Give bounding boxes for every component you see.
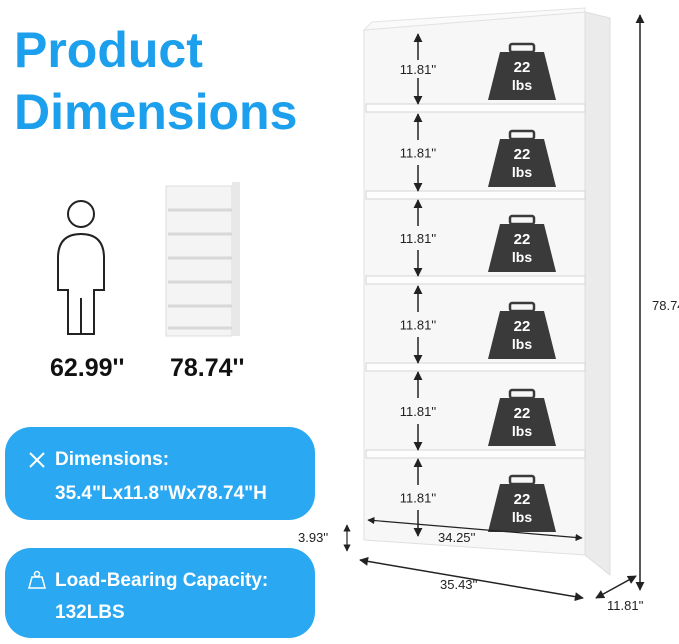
weight-unit: lbs — [512, 336, 532, 352]
inner-width-label: 34.25'' — [438, 530, 476, 545]
dimensions-box: Dimensions: 35.4"Lx11.8"Wx78.74"H — [5, 427, 315, 520]
weight-number: 22 — [514, 405, 531, 422]
weight-number: 22 — [514, 146, 531, 163]
weight-unit: lbs — [512, 249, 532, 265]
shelf-board — [365, 275, 586, 285]
outer-width-arrow — [359, 556, 584, 602]
weight-unit: lbs — [512, 164, 532, 180]
weight-number: 22 — [514, 491, 531, 508]
shelf-board — [365, 103, 586, 113]
shelf-board — [365, 449, 586, 459]
shelf-spacing-label: 11.81'' — [400, 231, 437, 246]
capacity-label: Load-Bearing Capacity: — [55, 570, 269, 591]
ruler-pencil-icon — [29, 452, 45, 468]
title-line1: Product — [14, 22, 203, 78]
title-line2: Dimensions — [14, 84, 298, 140]
capacity-box: Load-Bearing Capacity: 132LBS — [5, 548, 315, 638]
small-bookshelf-image — [165, 182, 240, 337]
weight-number: 22 — [514, 231, 531, 248]
shelf-spacing-label: 11.81'' — [400, 62, 437, 77]
capacity-value: 132LBS — [55, 602, 125, 623]
shelf-spacing-label: 11.81'' — [400, 146, 437, 161]
shelf-board — [365, 362, 586, 372]
base-height-label: 3.93'' — [298, 530, 328, 545]
weight-unit: lbs — [512, 509, 532, 525]
weight-unit: lbs — [512, 77, 532, 93]
person-height-label: 62.99'' — [50, 354, 125, 382]
shelf-spacing-label: 11.81'' — [400, 318, 437, 333]
total-height-label: 78.74'' — [652, 298, 679, 313]
weight-number: 22 — [514, 318, 531, 335]
weight-unit: lbs — [512, 423, 532, 439]
dimensions-label: Dimensions: — [55, 449, 170, 470]
outer-width-label: 35.43'' — [440, 577, 478, 592]
weight-icon — [28, 570, 46, 589]
depth-arrow — [595, 575, 637, 599]
depth-label: 11.81'' — [607, 598, 644, 613]
person-icon — [57, 200, 105, 335]
shelf-board — [365, 190, 586, 200]
dimensions-value: 35.4"Lx11.8"Wx78.74"H — [55, 483, 267, 504]
shelf-height-label: 78.74'' — [170, 354, 245, 382]
shelf-spacing-label: 11.81'' — [400, 404, 437, 419]
inner-width-arrow — [367, 516, 583, 542]
shelf-spacing-label: 11.81'' — [400, 491, 437, 506]
weight-number: 22 — [514, 59, 531, 76]
